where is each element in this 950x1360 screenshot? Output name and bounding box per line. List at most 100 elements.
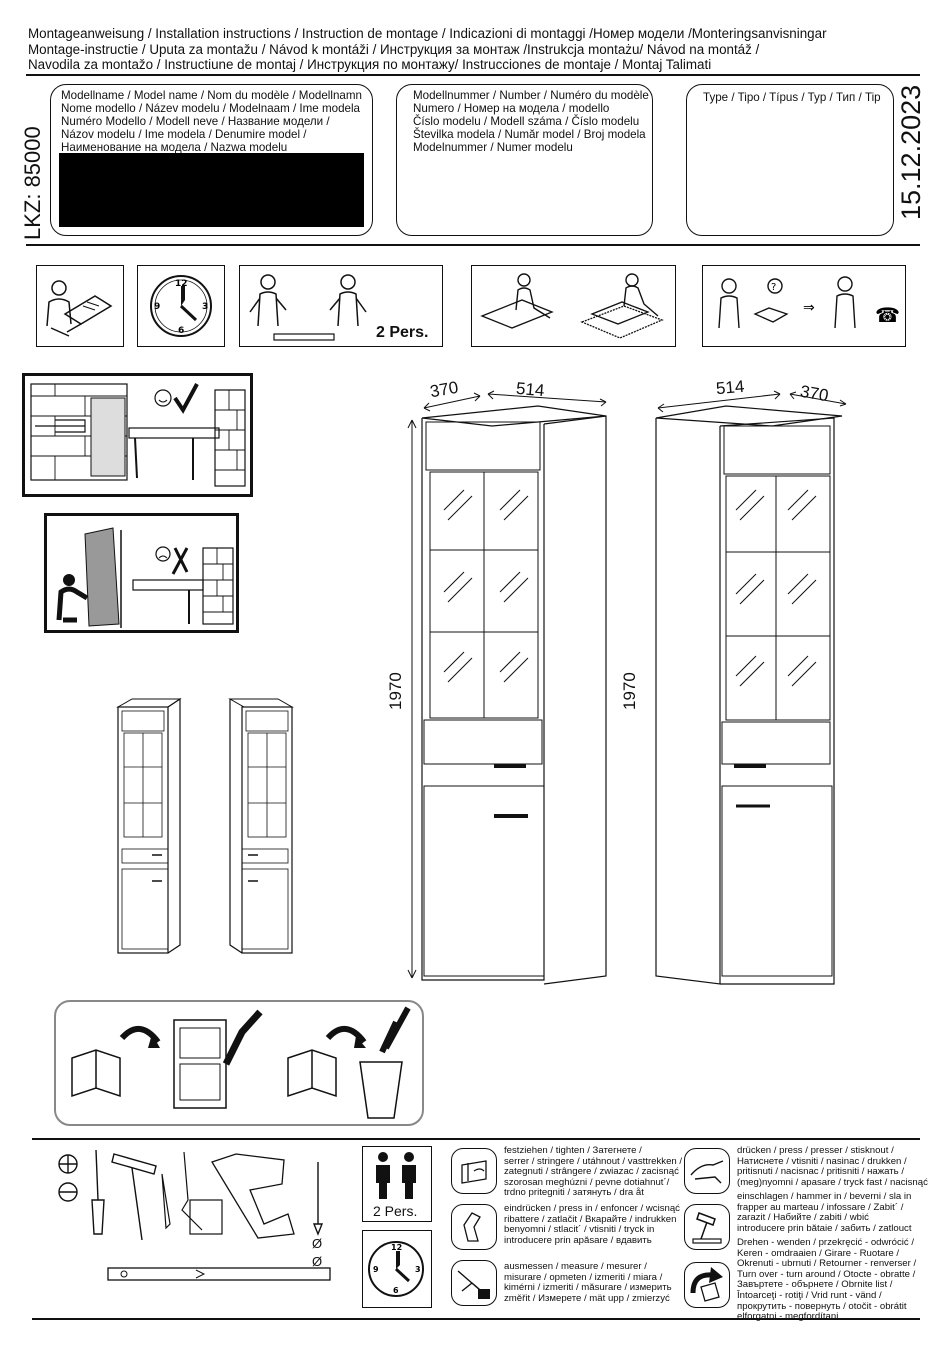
- tools-top-divider: [32, 1138, 920, 1140]
- legend-line: einschlagen / hammer in / beverni / sla …: [737, 1191, 912, 1202]
- small-cabinet-left-drawing: [116, 697, 182, 954]
- date-label: 15.12.2023: [896, 84, 926, 220]
- legend-line: serrer / stringere / utáhnout / vasttrek…: [504, 1155, 683, 1167]
- header-line-1: Montageanweisung / Installation instruct…: [28, 26, 827, 41]
- type-box: Type / Tipo / Típus / Typ / Тип / Tip: [686, 84, 894, 236]
- dim-width-left: 514: [515, 378, 546, 401]
- header-line-2: Montage-instructie / Uputa za montažu / …: [28, 41, 760, 57]
- svg-text:9: 9: [373, 1265, 379, 1274]
- svg-text:6: 6: [178, 326, 184, 336]
- legend-line: misurare / opmeten / izmeriti / miara /: [504, 1271, 663, 1283]
- dim-width-right: 514: [715, 376, 746, 399]
- turn-over-legend: Drehen - wenden / przekręcić - odwrócić …: [737, 1237, 917, 1323]
- measure-icon: [451, 1260, 497, 1306]
- legend-line: drücken / press / presser / stisknout /: [737, 1145, 894, 1156]
- lkz-code: LKZ: 85000: [20, 126, 45, 240]
- keep-instructions-panel: [54, 1000, 424, 1126]
- model-number-line: Číslo modelu / Modell száma / Číslo mode…: [413, 115, 640, 128]
- model-name-line: Numéro Modello / Modell neve / Название …: [61, 115, 330, 128]
- dim-height-left: 1970: [386, 672, 405, 710]
- legend-line: прокрутить - повернуть / otočit - obráti…: [737, 1300, 907, 1312]
- legend-line: kimérni / izmeriti / măsurare / измерить: [504, 1282, 672, 1294]
- legend-line: Завъртете - обърнете / Obrnite list /: [737, 1279, 893, 1291]
- cabinet-right-view-drawing: [655, 390, 847, 985]
- model-name-box: Modellname / Model name / Nom du modèle …: [50, 84, 373, 236]
- legend-line: zarazit / Набийте / zabiti / wbić: [737, 1212, 869, 1224]
- legend-line: trdno pritegniti / затянуть / dra åt: [504, 1187, 644, 1199]
- svg-text:3: 3: [415, 1265, 421, 1274]
- legend-line: ausmessen / measure / mesurer /: [504, 1261, 647, 1272]
- help-call-pictogram: ? ⇒ ☎: [702, 265, 906, 347]
- measure-legend: ausmessen / measure / mesurer / misurare…: [504, 1261, 672, 1304]
- turn-over-icon: [684, 1262, 730, 1308]
- svg-text:?: ?: [771, 282, 776, 293]
- svg-text:9: 9: [154, 302, 160, 312]
- press-in-legend: eindrücken / press in / enfoncer / wcisn…: [504, 1203, 680, 1246]
- drill-size-2: Ø: [312, 1254, 323, 1269]
- cabinet-left-view-drawing: [407, 390, 607, 985]
- legend-line: změřit / Измерете / mät upp / zmierzyć: [504, 1292, 670, 1304]
- legend-line: eindrücken / press in / enfoncer / wcisn…: [504, 1203, 680, 1214]
- model-number-box: Modellnummer / Number / Numéro du modèle…: [396, 84, 653, 236]
- wall-mount-correct-panel: [22, 373, 253, 497]
- svg-text:6: 6: [393, 1286, 399, 1295]
- wall-mount-wrong-panel: [44, 513, 239, 633]
- legend-line: elforgatni - megfordítani: [737, 1311, 839, 1323]
- box-divider: [26, 244, 920, 246]
- hammer-icon: [684, 1204, 730, 1250]
- legend-line: Okrenuti - ubrnuti / Retourner - renvers…: [737, 1258, 917, 1270]
- legend-line: pritisnuti / nacisnac / pritisniti / наж…: [737, 1166, 904, 1178]
- legend-line: introducere prin bătaie / забить / zatlo…: [737, 1222, 912, 1234]
- header-line-3: Navodila za montažo / Instructiune de mo…: [28, 57, 712, 72]
- clock-pictogram: 12 3 6 9: [137, 265, 225, 347]
- model-name-line: Názov modelu / Ime modela / Denumire mod…: [61, 128, 307, 141]
- model-number-line: Modellnummer / Number / Numéro du modèle: [413, 89, 649, 102]
- legend-line: benyomni / stlacit´ / vtisniti / tryck i…: [504, 1224, 655, 1236]
- tighten-legend: festziehen / tighten / Затегнете / serre…: [504, 1145, 683, 1199]
- model-name-line: Modellname / Model name / Nom du modèle …: [61, 89, 362, 102]
- svg-text:12: 12: [391, 1243, 402, 1252]
- legend-line: zategnuti / strângere / zwiazac / zacisn…: [504, 1166, 679, 1178]
- tools-persons-label: 2 Pers.: [373, 1203, 418, 1219]
- header-divider: [26, 74, 920, 76]
- assembly-floor-pictogram: [471, 265, 676, 347]
- legend-line: festziehen / tighten / Затегнете /: [504, 1145, 642, 1156]
- header-title: Montageanweisung / Installation instruct…: [28, 26, 928, 73]
- svg-text:3: 3: [202, 302, 208, 312]
- svg-text:⇒: ⇒: [803, 300, 815, 316]
- tools-persons-box: 2 Pers.: [362, 1146, 432, 1222]
- press-in-icon: [451, 1204, 497, 1250]
- model-name-line: Наименование на модела / Nazwa modelu: [61, 141, 288, 154]
- drill-size-1: Ø: [312, 1236, 323, 1251]
- two-persons-pictogram: 2 Pers.: [239, 265, 443, 347]
- model-number-line: Numero / Номер на модела / modello: [413, 102, 610, 115]
- legend-line: szorosan meghúzni / pevne dotiahnut´/: [504, 1176, 670, 1188]
- legend-line: (meg)nyomni / apasare / tryck fast / nac…: [737, 1176, 928, 1188]
- legend-line: Натиснете / vtisniti / nasinac / drukken…: [737, 1155, 907, 1167]
- tighten-icon: [451, 1148, 497, 1194]
- legend-line: Drehen - wenden / przekręcić - odwrócić …: [737, 1237, 915, 1248]
- small-cabinet-right-drawing: [228, 698, 294, 954]
- legend-line: ribattere / zatlačit / Вкарайте / indruk…: [504, 1213, 677, 1225]
- press-icon: [684, 1148, 730, 1194]
- hammer-in-legend: einschlagen / hammer in / beverni / sla …: [737, 1191, 912, 1234]
- model-number-line: Številka modela / Număr model / Broj mod…: [413, 128, 646, 141]
- legend-line: introducere prin apăsare / вдавить: [504, 1234, 652, 1246]
- svg-text:12: 12: [175, 279, 188, 289]
- model-name-redaction: [59, 153, 364, 227]
- legend-line: Turn over - turn around / Otocte - obrat…: [737, 1268, 916, 1280]
- legend-line: Întoarceţi - rotiţi / Vrid runt - vänd /: [737, 1289, 882, 1301]
- svg-text:☎: ☎: [875, 303, 900, 327]
- type-label: Type / Tipo / Típus / Typ / Тип / Tip: [703, 91, 881, 104]
- model-name-line: Nome modello / Název modelu / Modelnaam …: [61, 102, 360, 115]
- tools-drawing: [58, 1149, 331, 1281]
- footer-divider: [32, 1318, 920, 1320]
- press-legend: drücken / press / presser / stisknout / …: [737, 1145, 928, 1188]
- read-instructions-pictogram: [36, 265, 124, 347]
- two-persons-label: 2 Pers.: [376, 324, 429, 341]
- dim-height-right: 1970: [620, 672, 639, 710]
- model-number-line: Modelnummer / Numer modelu: [413, 141, 573, 154]
- legend-line: frapper au marteau / infossare / Zabit´ …: [737, 1201, 904, 1213]
- legend-line: Keren - omdraaien / Girare - Ruotare /: [737, 1247, 900, 1259]
- tools-clock-box: 12 3 6 9: [362, 1230, 432, 1308]
